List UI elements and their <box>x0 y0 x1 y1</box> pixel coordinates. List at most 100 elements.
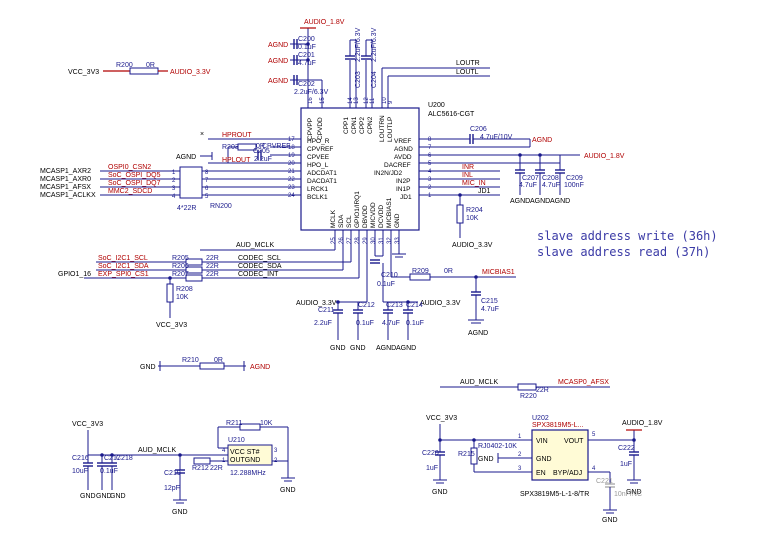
pin-num-4: 4 <box>428 169 432 175</box>
r207-value: 22R <box>206 271 219 278</box>
bottom-nets: AUD_MCLK CODEC_SCL CODEC_SDA CODEC_INT R… <box>58 230 516 352</box>
ldo-pin-vin: VIN <box>536 438 548 445</box>
agnd-c215: AGND <box>468 330 488 337</box>
pin-num-33: 33 <box>395 237 401 244</box>
audio-1v8-top-label: AUDIO_1.8V <box>304 19 345 26</box>
r220-mclk-link: AUD_MCLK R220 22R MCASP0_AFSX <box>440 379 610 400</box>
pin-cpp2: CPP2 <box>359 117 366 134</box>
r209-ref: R209 <box>412 268 429 275</box>
u202-ref: U202 <box>532 415 549 422</box>
r208-value: 10K <box>176 294 189 301</box>
pin-hpo-l: HPO_L <box>307 162 329 169</box>
gnd-c212: GND <box>350 345 366 352</box>
u210-pin-4: 4 <box>222 448 226 454</box>
r215-value: RJ0402-10K <box>478 443 517 450</box>
u210-ref: U210 <box>228 437 245 444</box>
c214-value: 0.1uF <box>406 320 424 327</box>
r200-value: 0R <box>146 62 155 69</box>
rn-pin-1: 1 <box>172 170 176 176</box>
ldo-pin-gnd: GND <box>536 456 552 463</box>
cap-c203: C203 2.2uF/6.3V <box>345 27 362 108</box>
c211-value: 2.2uF <box>314 320 332 327</box>
pin-cpp1: CPP1 <box>343 117 350 134</box>
gnd-c219: GND <box>172 509 188 516</box>
pin-sda: SDA <box>338 214 345 228</box>
audio-1v8-rail-top: AUDIO_1.8V <box>300 19 345 108</box>
pin-num-25: 25 <box>331 237 337 244</box>
ldo-pin-num-4: 4 <box>592 466 596 472</box>
agnd-label-c200: AGND <box>268 42 288 49</box>
gnd-c216: GND <box>80 493 96 500</box>
cpvref-label: CPVREF <box>262 143 290 150</box>
pin-cpvpp: CPVPP <box>307 118 314 140</box>
rn-pin-5: 5 <box>205 194 209 200</box>
slave-read-note: slave address read (37h) <box>537 245 710 259</box>
r200-link: VCC_3V3 R200 0R AUDIO_3.3V <box>68 62 211 76</box>
u200-top-pins: CPVPP CPVDD CPP1 CPN1 CPP2 CPN2 LOUTRN L… <box>307 97 394 142</box>
hplout-label: HPLOUT <box>222 157 251 164</box>
c213-ref: C213 <box>386 302 403 309</box>
pin-num-7: 7 <box>428 145 432 151</box>
pin-num-3: 3 <box>428 177 432 183</box>
c201-ref: C201 <box>298 52 315 59</box>
r210-gnd-tie: GND R210 0R AGND <box>140 357 270 371</box>
rn-pin-7: 7 <box>205 178 209 184</box>
pin-adcdat1: ADCDAT1 <box>307 170 337 177</box>
c212-ref: C212 <box>358 302 375 309</box>
ldo-pin-vout: VOUT <box>564 438 584 445</box>
rn200-resistor-network: 4*22R RN200 1 2 3 4 8 7 6 5 MCASP1_AXR2 … <box>40 164 232 212</box>
c208-ref: C208 <box>542 175 559 182</box>
pin-gnd: GND <box>394 213 401 228</box>
c202-value: 2.2uF/6.3V <box>294 89 329 96</box>
pin-num-28: 28 <box>355 237 361 244</box>
u200-right-pins: VREF AGND AVDD DACREF IN2N/JD2 IN2P IN1P… <box>374 137 432 201</box>
mcasp0-afsx-label: MCASP0_AFSX <box>558 379 609 386</box>
c203-value: 2.2uF/6.3V <box>355 27 362 62</box>
pin-mclk: MCLK <box>330 209 337 228</box>
audio-3v3-top-label: AUDIO_3.3V <box>170 69 211 76</box>
ldo-pin-num-2: 2 <box>518 452 522 458</box>
aud-mclk-osc-label: AUD_MCLK <box>138 447 176 454</box>
c208-value: 4.7uF <box>542 182 560 189</box>
ldo-pin-byp-adj: BYP/ADJ <box>553 470 582 477</box>
c202-ref: C202 <box>298 81 315 88</box>
vcc-3v3-ldo-label: VCC_3V3 <box>426 415 457 422</box>
mic-in-label: MIC_IN <box>462 180 486 187</box>
c200-value: 0.1uF <box>298 44 316 51</box>
r210-ref: R210 <box>182 357 199 364</box>
r215-ref: R215 <box>458 451 475 458</box>
rn200-ref: RN200 <box>210 203 232 210</box>
u210-pin-3: 3 <box>274 448 278 454</box>
agnd-label-c202: AGND <box>268 78 288 85</box>
gnd-label-r210: GND <box>140 364 156 371</box>
r209-value: 0R <box>444 268 453 275</box>
u210-label2: OUTGND <box>230 457 260 464</box>
r206-ref: R206 <box>172 263 189 270</box>
gnd-ldo-pin2: GND <box>478 456 494 463</box>
rn-pin-6: 6 <box>205 186 209 192</box>
ldo-pin-en: EN <box>536 470 546 477</box>
c216-ref: C216 <box>72 455 89 462</box>
c214-ref: C214 <box>406 302 423 309</box>
u210-pin-1: 1 <box>222 458 226 464</box>
pin-micvdd: MICVDD <box>370 202 377 228</box>
r212-ref: R212 <box>192 465 209 472</box>
soc-i2c1-sda-label: SoC_I2C1_SDA <box>98 263 149 270</box>
c221-ref: C221 <box>596 478 613 485</box>
ldo-pin-num-3: 3 <box>518 466 522 472</box>
pin-num-6: 6 <box>428 153 432 159</box>
r204-ref: R204 <box>466 207 483 214</box>
u210-freq: 12.288MHz <box>230 470 266 477</box>
pin-loutrn: LOUTRN <box>379 115 386 142</box>
ldo-pin-num-1: 1 <box>518 434 522 440</box>
aud-mclk-label: AUD_MCLK <box>236 242 274 249</box>
pin-avdd: AVDD <box>394 154 412 161</box>
micbias1-label: MICBIAS1 <box>482 269 515 276</box>
agnd-c213: AGND <box>376 345 396 352</box>
hp-section: × HPROUT R203 0R CPVREF C205 2.2uF HPLOU… <box>176 131 290 164</box>
c211-ref: C211 <box>318 307 334 314</box>
gnd-c217: GND <box>96 493 112 500</box>
c204-ref: C204 <box>371 71 378 88</box>
agnd-label-c206: AGND <box>532 137 552 144</box>
c209-value: 100nF <box>564 182 584 189</box>
